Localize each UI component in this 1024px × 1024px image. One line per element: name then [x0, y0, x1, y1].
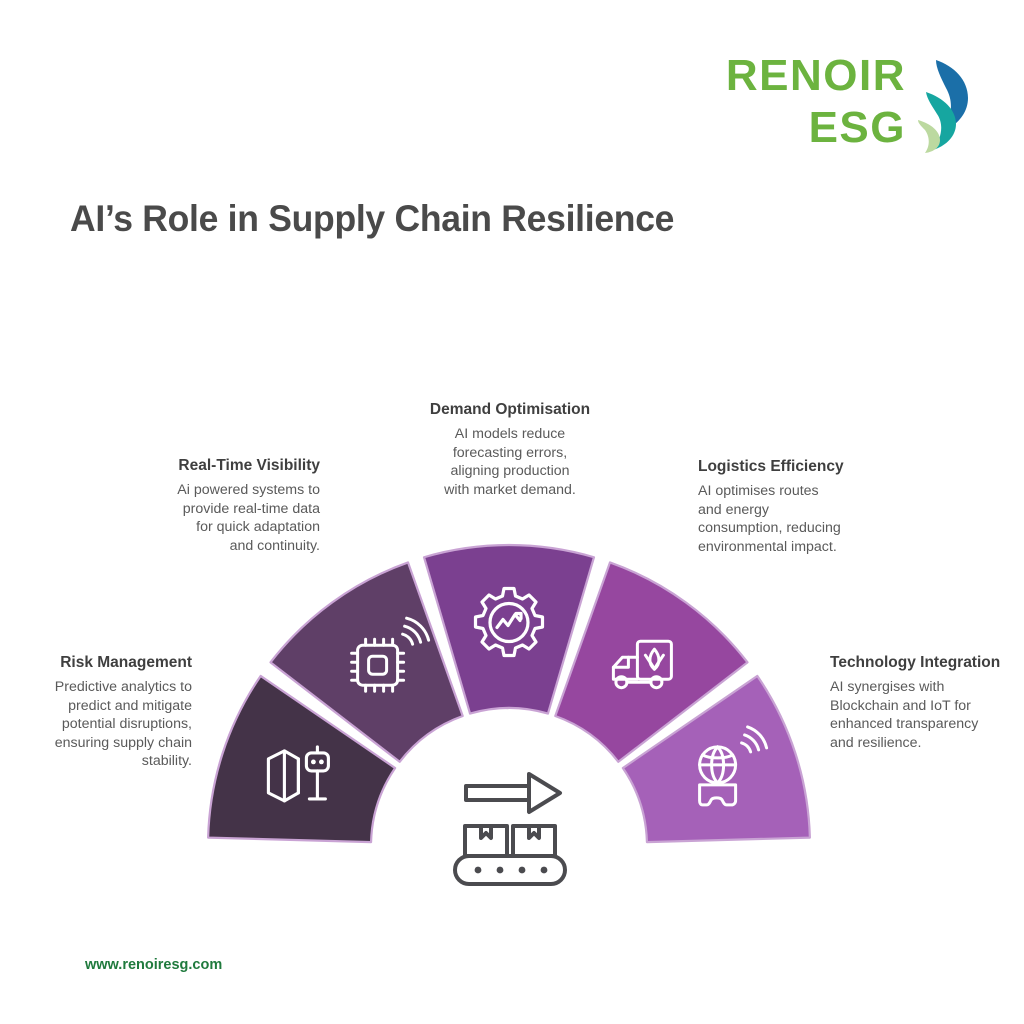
arc-icon-group: [266, 586, 769, 807]
callout-technology-integration: Technology Integration AI synergises wit…: [830, 652, 1002, 752]
brand-logo: RENOIR ESG: [716, 50, 974, 160]
callout-body: AI synergises with Blockchain and IoT fo…: [830, 679, 979, 751]
callout-title: Technology Integration: [830, 654, 1001, 671]
callout-body: Predictive analytics to predict and miti…: [54, 679, 192, 770]
callout-title: Demand Optimisation: [429, 401, 591, 418]
arc-segment-real-time-visibility[interactable]: [269, 561, 464, 763]
callout-title: Risk Management: [60, 654, 192, 671]
arc-segment-risk-management[interactable]: [207, 674, 397, 844]
callout-real-time-visibility: Real-Time Visibility Ai powered systems …: [158, 455, 320, 555]
arc-segment-demand-optimisation[interactable]: [422, 543, 596, 715]
brand-logo-line-renoir: RENOIR: [725, 51, 906, 100]
callout-title: Logistics Efficiency: [698, 458, 844, 475]
page-title: AI’s Role in Supply Chain Resilience: [70, 198, 675, 239]
callout-body: Ai powered systems to provide real-time …: [177, 482, 320, 554]
gear-analytics-icon: [473, 586, 545, 658]
arc-segment-logistics-efficiency[interactable]: [554, 561, 749, 763]
arc-segment-group: [207, 543, 811, 844]
callout-title: Real-Time Visibility: [178, 457, 320, 474]
conveyor-belt-arrow-icon: [453, 772, 567, 886]
arc-segment-technology-integration[interactable]: [621, 674, 811, 844]
eco-delivery-truck-icon: [611, 639, 673, 690]
callout-body: AI models reduce forecasting errors, ali…: [444, 426, 576, 498]
brand-leaf-swoosh-icon: [918, 60, 968, 153]
brand-logo-line-esg: ESG: [808, 103, 906, 152]
map-robot-icon: [266, 745, 330, 803]
microchip-signal-icon: [350, 616, 431, 693]
brand-logo-text: RENOIR ESG: [716, 50, 906, 154]
callout-body: AI optimises routes and energy consumpti…: [698, 483, 841, 555]
callout-risk-management: Risk Management Predictive analytics to …: [26, 652, 192, 771]
callout-logistics-efficiency: Logistics Efficiency AI optimises routes…: [698, 456, 870, 556]
website-url[interactable]: www.renoiresg.com: [85, 957, 223, 973]
callout-demand-optimisation: Demand Optimisation AI models reduce for…: [428, 399, 592, 499]
globe-iot-signal-icon: [698, 725, 769, 807]
